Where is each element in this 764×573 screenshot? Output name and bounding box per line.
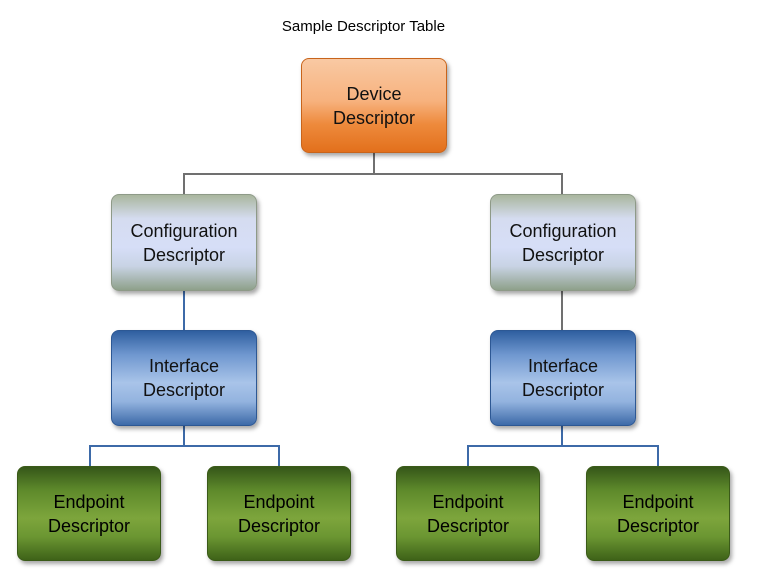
endpoint-line2: Descriptor (616, 515, 700, 536)
interface-line1: Interface (148, 356, 220, 376)
endpoint-line2: Descriptor (426, 515, 510, 536)
endpoint-descriptor-node-4: Endpoint Descriptor (586, 466, 730, 561)
interface-line2: Descriptor (142, 380, 226, 400)
diagram-title: Sample Descriptor Table (281, 18, 446, 35)
interface-descriptor-node-right: Interface Descriptor (490, 330, 636, 426)
endpoint-descriptor-node-1: Endpoint Descriptor (17, 466, 161, 561)
endpoint-descriptor-node-3: Endpoint Descriptor (396, 466, 540, 561)
configuration-line2: Descriptor (142, 244, 226, 265)
configuration-line2: Descriptor (521, 244, 605, 265)
configuration-line1: Configuration (509, 220, 617, 241)
endpoint-line1: Endpoint (53, 491, 125, 512)
interface-line1: Interface (527, 356, 599, 376)
endpoint-line1: Endpoint (243, 491, 315, 512)
endpoint-descriptor-node-2: Endpoint Descriptor (207, 466, 351, 561)
device-descriptor-line2: Descriptor (332, 107, 416, 128)
endpoint-line2: Descriptor (237, 515, 321, 536)
device-descriptor-node: Device Descriptor (301, 58, 447, 153)
configuration-descriptor-node-right: Configuration Descriptor (490, 194, 636, 291)
configuration-descriptor-node-left: Configuration Descriptor (111, 194, 257, 291)
interface-line2: Descriptor (521, 380, 605, 400)
interface-descriptor-node-left: Interface Descriptor (111, 330, 257, 426)
endpoint-line1: Endpoint (432, 491, 504, 512)
endpoint-line1: Endpoint (622, 491, 694, 512)
configuration-line1: Configuration (130, 220, 238, 241)
endpoint-line2: Descriptor (47, 515, 131, 536)
device-descriptor-line1: Device (346, 83, 402, 104)
